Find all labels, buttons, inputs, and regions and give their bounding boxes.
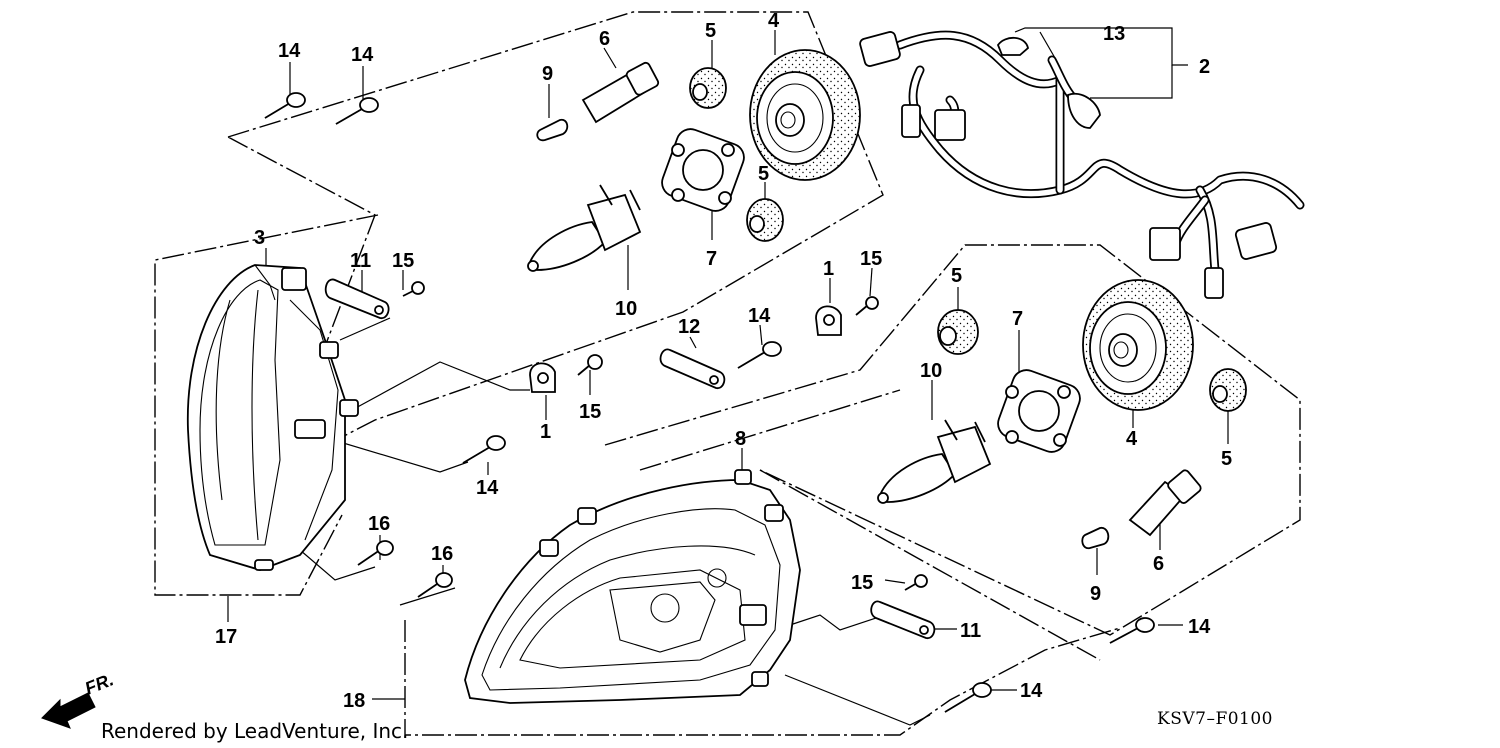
callout-5-lower: 5 xyxy=(951,265,962,287)
callout-15-center: 15 xyxy=(579,401,601,423)
direction-label: FR. xyxy=(82,669,116,698)
callout-10-lower: 10 xyxy=(920,360,942,382)
callout-14-lower-right: 14 xyxy=(1188,616,1211,638)
bolt-14-center[interactable] xyxy=(737,341,782,369)
callout-14-left-lower: 14 xyxy=(476,477,499,499)
callout-5-lower-b: 5 xyxy=(1221,448,1232,470)
screw-15-center-right[interactable] xyxy=(855,296,879,316)
callout-18: 18 xyxy=(343,690,365,712)
callout-4-upper: 4 xyxy=(768,10,780,32)
callout-2: 2 xyxy=(1199,56,1210,78)
callout-16-center: 16 xyxy=(431,543,453,565)
halogen-bulb-10-lower[interactable] xyxy=(877,419,992,504)
callout-17: 17 xyxy=(215,626,237,648)
dust-cover-cap-5-upper[interactable] xyxy=(689,67,727,109)
callout-14-upper-left: 14 xyxy=(278,40,301,62)
headlight-cover-4-lower[interactable] xyxy=(1082,279,1194,411)
callout-12: 12 xyxy=(678,316,700,338)
screw-15-lower[interactable] xyxy=(904,574,928,591)
callout-11-right: 11 xyxy=(960,620,981,642)
render-credit: Rendered by LeadVenture, Inc. xyxy=(101,719,408,743)
screw-16-left[interactable] xyxy=(357,540,394,566)
dust-cover-cap-5-upper-b[interactable] xyxy=(746,198,784,242)
callout-9-upper: 9 xyxy=(542,63,553,85)
bolt-14-lower-right[interactable] xyxy=(1109,617,1155,644)
callout-9-lower: 9 xyxy=(1090,583,1101,605)
headlight-assembly-18[interactable] xyxy=(464,469,801,704)
screw-15-left[interactable] xyxy=(402,281,425,297)
callout-15-lower: 15 xyxy=(851,572,873,594)
bolt-14-upper-right[interactable] xyxy=(335,97,379,125)
callout-11-left: 11 xyxy=(350,250,371,272)
bolt-14-upper-left[interactable] xyxy=(264,92,306,119)
callout-14-upper-right: 14 xyxy=(351,44,374,66)
callout-14-bottom: 14 xyxy=(1020,680,1043,702)
bracket-11-left[interactable] xyxy=(324,278,390,319)
headlight-assembly-17[interactable] xyxy=(186,264,359,571)
screw-15-center[interactable] xyxy=(577,354,603,376)
callout-1-left: 1 xyxy=(540,421,551,443)
callout-7-upper: 7 xyxy=(706,248,717,270)
diagram-code: KSV7–F0100 xyxy=(1157,709,1273,729)
frame-dash-a xyxy=(639,389,901,471)
leader-lines xyxy=(227,27,1229,726)
frame-left-headlight xyxy=(154,214,379,596)
bulb-connector-13-b[interactable] xyxy=(1047,55,1101,129)
position-light-socket-6-lower[interactable] xyxy=(1128,469,1202,537)
callout-13: 13 xyxy=(1103,23,1125,45)
callout-5-upper-b: 5 xyxy=(758,163,769,185)
dust-cover-cap-5-lower-b[interactable] xyxy=(1209,368,1247,412)
callout-14-center: 14 xyxy=(748,305,771,327)
callout-1-center: 1 xyxy=(823,258,834,280)
position-bulb-9-lower[interactable] xyxy=(1081,527,1110,550)
callout-3: 3 xyxy=(254,227,265,249)
frame-lower-socket-group xyxy=(604,244,1301,636)
bolt-14-left-lower[interactable] xyxy=(462,435,506,464)
headlight-cover-4-upper[interactable] xyxy=(749,49,861,181)
bulb-socket-7-lower[interactable] xyxy=(994,366,1084,456)
headlight-cover-3[interactable] xyxy=(254,264,276,301)
clip-1-left[interactable] xyxy=(529,362,556,393)
wire-harness-2[interactable] xyxy=(859,30,1305,299)
clip-1-center[interactable] xyxy=(815,305,842,336)
bracket-11-right[interactable] xyxy=(870,600,936,639)
halogen-bulb-10-upper[interactable] xyxy=(527,184,642,272)
callout-15-center-right: 15 xyxy=(860,248,882,270)
callout-labels: 14 14 6 9 5 4 13 2 5 7 10 3 11 15 1 15 1… xyxy=(215,10,1232,712)
callout-6-lower: 6 xyxy=(1153,553,1164,575)
bulb-connector-13-a[interactable] xyxy=(996,36,1029,56)
callout-16-left: 16 xyxy=(368,513,390,535)
front-direction-arrow-icon xyxy=(41,692,96,729)
callout-8: 8 xyxy=(735,428,746,450)
callout-10-upper: 10 xyxy=(615,298,637,320)
screw-16-center[interactable] xyxy=(417,572,453,598)
callout-7-lower: 7 xyxy=(1012,308,1023,330)
callout-15-left: 15 xyxy=(392,250,414,272)
callout-6-upper: 6 xyxy=(599,28,610,50)
callout-4-lower: 4 xyxy=(1126,428,1138,450)
dust-cover-cap-5-lower[interactable] xyxy=(937,309,979,355)
frame-dash-b xyxy=(759,469,1101,661)
bracket-12[interactable] xyxy=(659,348,726,389)
bolt-14-bottom[interactable] xyxy=(944,682,992,713)
bulb-socket-7-upper[interactable] xyxy=(658,125,748,215)
position-bulb-9-upper[interactable] xyxy=(536,118,569,142)
position-light-socket-6-upper[interactable] xyxy=(581,61,660,124)
callout-5-upper: 5 xyxy=(705,20,716,42)
